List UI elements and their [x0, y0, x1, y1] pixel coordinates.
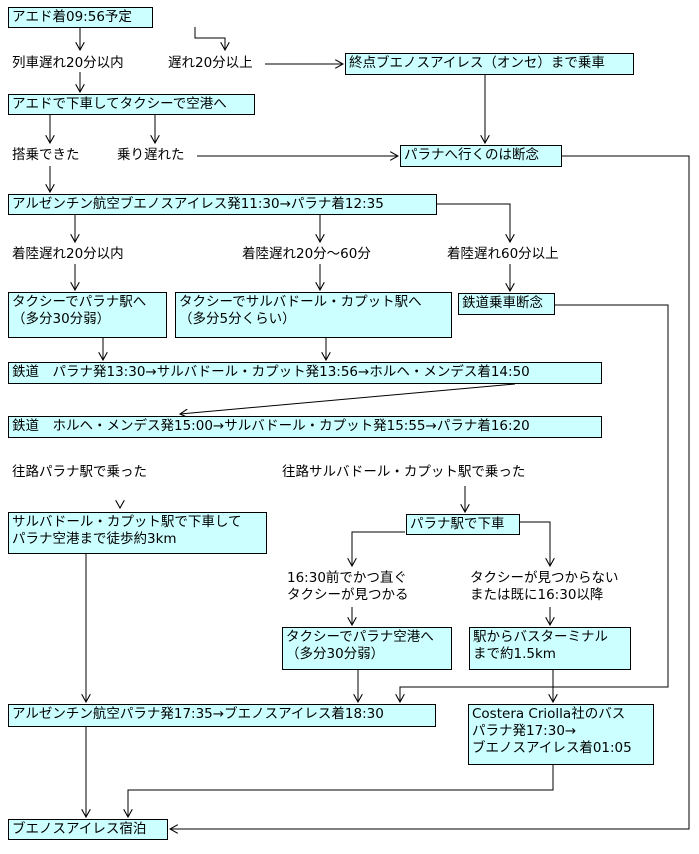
node-stay-buenos-aires: ブエノスアイレス宿泊	[8, 819, 168, 840]
label-land-over60: 着陸遅れ60分以上	[447, 246, 559, 262]
label-missed: 乗り遅れた	[117, 147, 185, 163]
label-delay-within20: 列車遅れ20分以内	[12, 55, 124, 71]
connector-give-up-to-stay	[170, 155, 690, 829]
connector-flight1-to-land-over60	[437, 203, 510, 242]
label-from-salvador: 往路サルバドール・カプット駅で乗った	[282, 464, 526, 480]
connector-alight-to-taxi-not-found	[520, 521, 550, 566]
label-from-parana: 往路パラナ駅で乗った	[12, 464, 147, 480]
label-taxi-found: 16:30前でかつ直ぐ タクシーが見つかる	[287, 570, 409, 603]
node-bus-parana-bue: Costera Criolla社のバス パラナ発17:30→ ブエノスアイレス着…	[468, 704, 654, 765]
node-ride-to-terminal: 終点ブエノスアイレス（オンセ）まで乗車	[345, 53, 634, 75]
node-walk-to-airport: サルバドール・カプット駅で下車して パラナ空港まで徒歩約3km	[8, 512, 267, 554]
connector-rail1-to-rail2	[180, 383, 516, 414]
label-land-20-60: 着陸遅れ20分～60分	[242, 246, 371, 262]
label-boarded: 搭乗できた	[12, 147, 80, 163]
node-taxi-parana-station: タクシーでパラナ駅へ （多分30分弱）	[8, 292, 167, 338]
node-rail-outbound: 鉄道 パラナ発13:30→サルバドール・カプット発13:56→ホルヘ・メンデス着…	[8, 362, 602, 384]
node-taxi-to-airport: アエドで下車してタクシーで空港へ	[8, 94, 255, 115]
connector-bus-to-stay	[128, 765, 554, 817]
node-rail-give-up: 鉄道乗車断念	[458, 293, 555, 315]
connector-alight-to-taxi-found	[352, 531, 405, 566]
label-taxi-not-found: タクシーが見つからない または既に16:30以降	[470, 570, 619, 603]
node-taxi-salvador-station: タクシーでサルバドール・カプット駅へ （多分5分くらい）	[175, 292, 452, 338]
node-flight-bue-parana: アルゼンチン航空ブエノスアイレス発11:30→パラナ着12:35	[8, 194, 437, 215]
connector-rail-give-up-to-flight2	[400, 304, 669, 702]
node-aedo-arrival: アエド着09:56予定	[8, 7, 153, 28]
node-alight-parana: パラナ駅で下車	[406, 514, 520, 535]
node-flight-parana-bue: アルゼンチン航空パラナ発17:35→ブエノスアイレス着18:30	[8, 704, 436, 727]
label-delay-over20: 遅れ20分以上	[168, 55, 253, 71]
node-rail-return: 鉄道 ホルヘ・メンデス発15:00→サルバドール・カプット発15:55→パラナ着…	[8, 416, 602, 438]
label-land-within20: 着陸遅れ20分以内	[12, 246, 124, 262]
node-taxi-parana-airport: タクシーでパラナ空港へ （多分30分弱）	[282, 627, 452, 670]
node-give-up-parana: パラナへ行くのは断念	[400, 145, 562, 167]
connector-aedo-to-over20	[194, 27, 225, 50]
node-walk-bus-terminal: 駅からバスターミナル まで約1.5km	[469, 627, 631, 670]
